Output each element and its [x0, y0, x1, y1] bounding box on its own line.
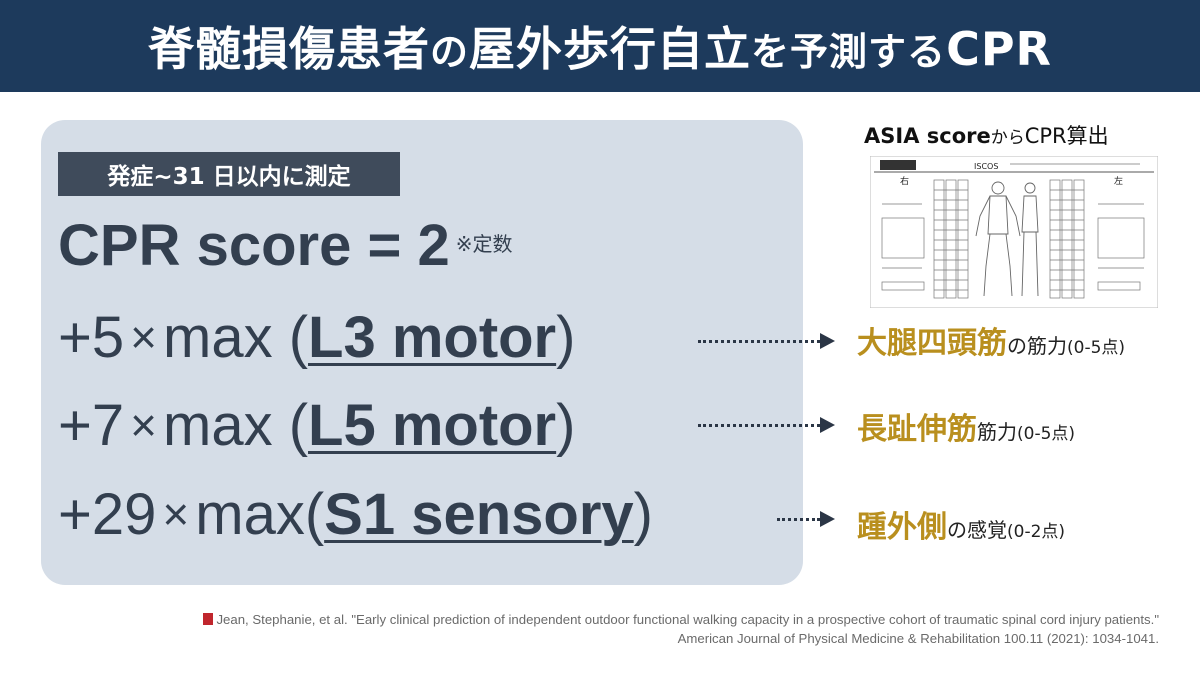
formula-l5-line: +7×max (L5 motor) — [58, 392, 575, 459]
dotted-arrow-icon — [777, 509, 835, 529]
formula-constant: CPR score = 2 — [58, 213, 450, 278]
lateral-heel-label: 踵外側の感覚(0-2点) — [857, 510, 1066, 545]
l3-max-function: max ( — [163, 305, 309, 370]
asia-score-form-image: ISCOS 右 左 — [870, 156, 1158, 308]
body-figure-icon — [975, 181, 1039, 297]
asia-caption: ASIA scoreからCPR算出 — [864, 124, 1109, 148]
s1-max-function: max( — [195, 482, 325, 547]
times-symbol: × — [162, 488, 190, 540]
citation: Jean, Stephanie, et al. "Early clinical … — [203, 610, 1159, 648]
l5-close-paren: ) — [556, 393, 576, 458]
form-logo: ISCOS — [974, 162, 998, 171]
constant-note: ※定数 — [455, 232, 513, 256]
formula-panel — [41, 120, 803, 585]
form-right-header: 右 — [900, 175, 909, 187]
l3-close-paren: ) — [556, 305, 576, 370]
s1-sensory-variable: S1 sensory — [324, 482, 634, 547]
times-symbol: × — [130, 399, 158, 451]
form-left-header: 左 — [1114, 175, 1123, 187]
s1-coefficient: +29 — [58, 482, 157, 547]
l5-max-function: max ( — [163, 393, 309, 458]
formula-constant-line: CPR score = 2※定数 — [58, 212, 512, 279]
l3-coefficient: +5 — [58, 305, 125, 370]
s1-close-paren: ) — [633, 482, 653, 547]
page-title: 脊髄損傷患者の屋外歩行自立を予測するCPR — [148, 22, 1052, 76]
formula-s1-line: +29×max(S1 sensory) — [58, 481, 653, 548]
l3-motor-variable: L3 motor — [308, 305, 557, 370]
citation-line-1: Jean, Stephanie, et al. "Early clinical … — [203, 610, 1159, 629]
toe-extensor-label: 長趾伸筋筋力(0-5点) — [857, 412, 1076, 447]
l5-motor-variable: L5 motor — [308, 393, 557, 458]
times-symbol: × — [130, 311, 158, 363]
dotted-arrow-icon — [698, 331, 835, 351]
quadriceps-label: 大腿四頭筋の筋力(0-5点) — [857, 326, 1126, 361]
formula-l3-line: +5×max (L3 motor) — [58, 304, 575, 371]
dotted-arrow-icon — [698, 415, 835, 435]
header-bar: 脊髄損傷患者の屋外歩行自立を予測するCPR — [0, 0, 1200, 92]
book-icon — [203, 613, 214, 625]
l5-coefficient: +7 — [58, 393, 125, 458]
measurement-timing-badge: 発症~31 日以内に測定 — [58, 152, 400, 196]
citation-line-2: American Journal of Physical Medicine & … — [677, 631, 1159, 646]
